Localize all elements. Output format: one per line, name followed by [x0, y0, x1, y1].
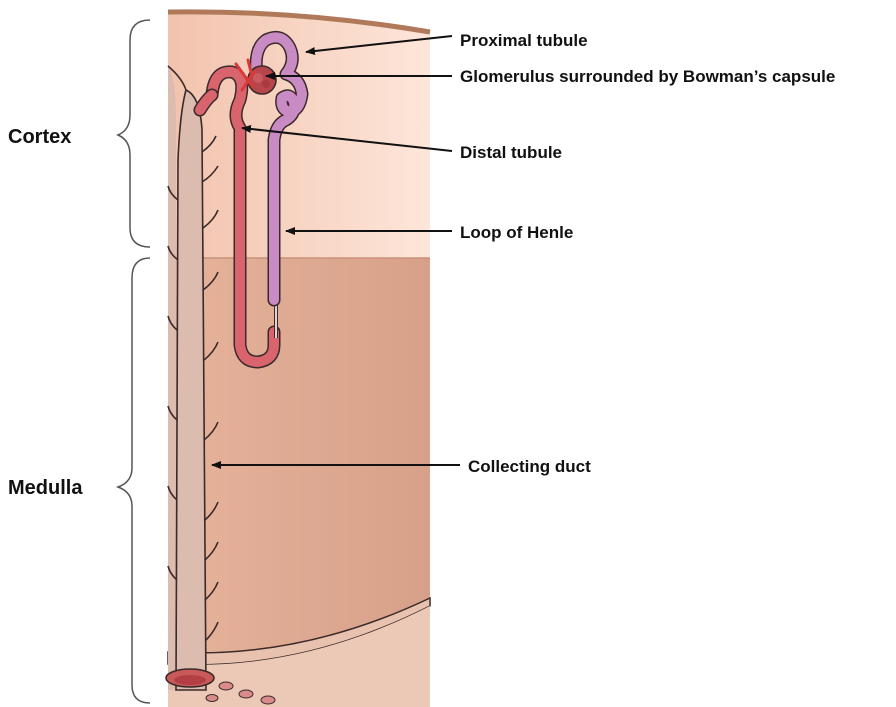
kidney-tissue — [168, 12, 430, 707]
cortex-label: Cortex — [8, 126, 71, 148]
glomerulus-label: Glomerulus surrounded by Bowman’s capsul… — [460, 67, 835, 86]
proximal-tubule-label: Proximal tubule — [460, 31, 588, 50]
loop-of-henle-label: Loop of Henle — [460, 223, 573, 242]
medulla-brace — [118, 258, 150, 703]
distal-tubule-label: Distal tubule — [460, 143, 562, 162]
cortex-brace — [118, 20, 150, 247]
medulla-label: Medulla — [8, 477, 83, 499]
collecting-duct-label: Collecting duct — [468, 457, 591, 476]
